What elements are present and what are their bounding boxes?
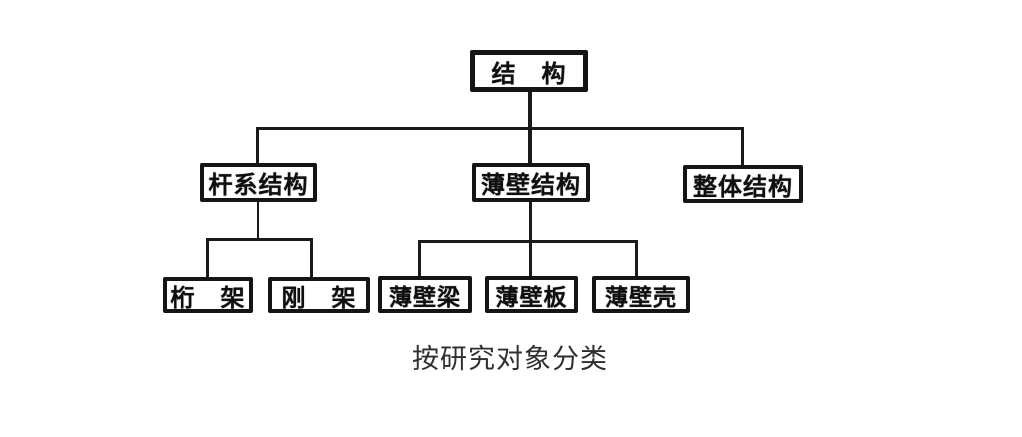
connector-thinwall-beam-drop xyxy=(418,240,421,278)
node-truss: 桁 架 xyxy=(163,277,253,313)
connector-monolithic-drop xyxy=(741,127,744,167)
connector-thinwall-shell-drop xyxy=(635,240,638,278)
node-monolithic-structure: 整体结构 xyxy=(683,165,803,203)
node-thin-wall-shell: 薄壁壳 xyxy=(592,276,690,313)
node-structure: 结 构 xyxy=(470,50,588,92)
connector-rod-children-rail xyxy=(206,238,313,241)
connector-truss-drop xyxy=(206,238,209,279)
diagram-caption: 按研究对象分类 xyxy=(412,344,608,375)
connector-rod-system-drop xyxy=(256,127,259,165)
node-thin-wall-structure: 薄壁结构 xyxy=(472,163,590,202)
node-rod-system-structure: 杆系结构 xyxy=(200,163,317,202)
connector-rigid-frame-drop xyxy=(310,238,313,279)
connector-rod-children-stem xyxy=(257,202,259,240)
node-rigid-frame: 刚 架 xyxy=(268,277,370,313)
node-thin-wall-plate: 薄壁板 xyxy=(485,276,578,313)
connector-level2-rail xyxy=(256,127,744,130)
connector-thinwall-children-rail xyxy=(418,240,638,243)
node-thin-wall-beam: 薄壁梁 xyxy=(378,276,472,313)
